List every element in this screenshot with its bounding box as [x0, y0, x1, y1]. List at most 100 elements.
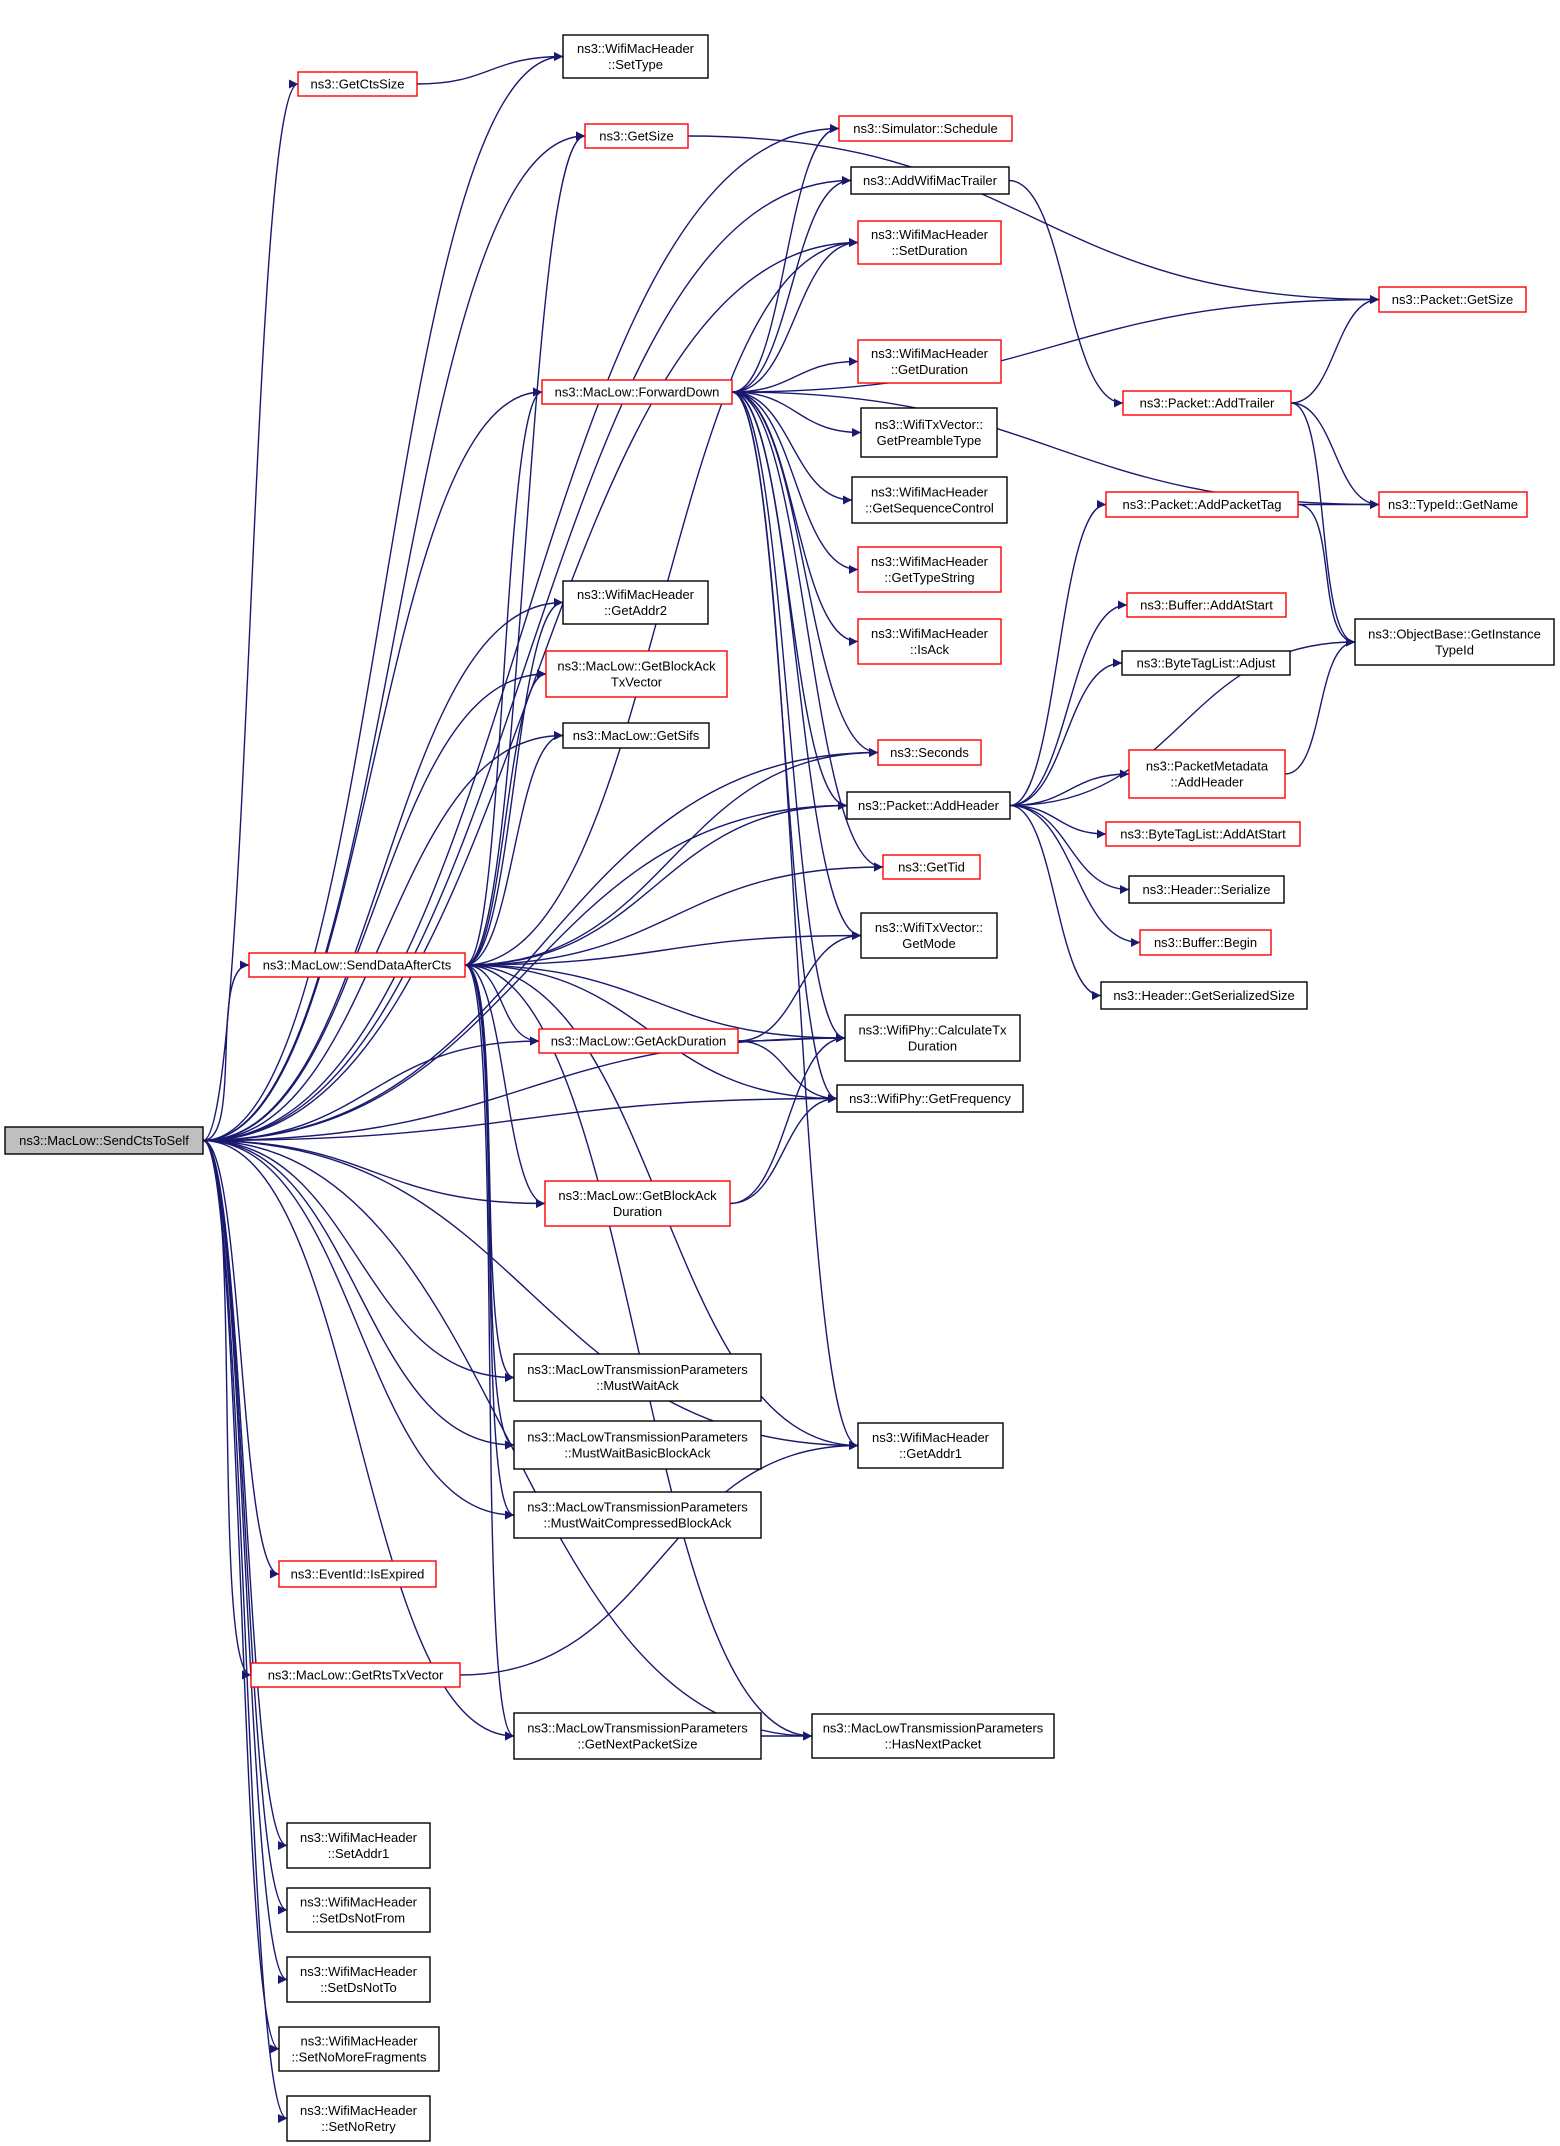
- node-GetCtsSize[interactable]: ns3::GetCtsSize: [297, 71, 418, 97]
- node-ByteTagListAdjust[interactable]: ns3::ByteTagList::Adjust: [1121, 650, 1291, 676]
- node-GetTypeString[interactable]: ns3::WifiMacHeader::GetTypeString: [857, 546, 1002, 593]
- node-label: ns3::Packet::AddTrailer: [1140, 396, 1275, 411]
- node-GetDuration[interactable]: ns3::WifiMacHeader::GetDuration: [857, 339, 1002, 384]
- node-label: ns3::Buffer::AddAtStart: [1140, 598, 1273, 613]
- node-PacketGetSize[interactable]: ns3::Packet::GetSize: [1378, 286, 1527, 313]
- edge-SendCtsToSelf-to-SetAddr1: [202, 1139, 288, 1850]
- node-label: ns3::Packet::AddHeader: [858, 798, 1000, 813]
- node-AddTrailer[interactable]: ns3::Packet::AddTrailer: [1122, 390, 1292, 416]
- node-label: ns3::TypeId::GetName: [1388, 497, 1518, 512]
- node-GetAckDuration[interactable]: ns3::MacLow::GetAckDuration: [538, 1028, 739, 1054]
- edge-SendDataAfterCts-to-GetBlockAckTxVector: [464, 669, 547, 966]
- edge-SendCtsToSelf-to-GetCtsSize: [202, 79, 299, 1142]
- node-box: [1121, 650, 1291, 676]
- node-SetDsNotTo[interactable]: ns3::WifiMacHeader::SetDsNotTo: [286, 1956, 431, 2003]
- node-MustWaitBasicBlockAck[interactable]: ns3::MacLowTransmissionParameters::MustW…: [513, 1420, 762, 1470]
- node-GetMode[interactable]: ns3::WifiTxVector::GetMode: [860, 912, 998, 959]
- node-label: Duration: [613, 1204, 662, 1219]
- node-MustWaitAck[interactable]: ns3::MacLowTransmissionParameters::MustW…: [513, 1353, 762, 1402]
- node-label: GetPreambleType: [877, 433, 982, 448]
- node-box: [1354, 618, 1555, 666]
- node-PacketMetadataAddHeader[interactable]: ns3::PacketMetadata::AddHeader: [1128, 749, 1286, 799]
- edge-AddTrailer-to-PacketGetSize: [1290, 295, 1380, 404]
- node-label: ns3::Simulator::Schedule: [853, 121, 998, 136]
- node-ByteTagListAddAtStart[interactable]: ns3::ByteTagList::AddAtStart: [1105, 821, 1301, 847]
- node-GetNextPacketSize[interactable]: ns3::MacLowTransmissionParameters::GetNe…: [513, 1712, 762, 1760]
- node-box: [850, 166, 1010, 195]
- node-label: ::GetAddr2: [604, 603, 667, 618]
- edge-ForwardDown-to-Seconds: [731, 391, 879, 757]
- node-SetAddr1[interactable]: ns3::WifiMacHeader::SetAddr1: [286, 1822, 431, 1869]
- node-SetType[interactable]: ns3::WifiMacHeader::SetType: [562, 34, 709, 79]
- node-box: [286, 2095, 431, 2142]
- node-ForwardDown[interactable]: ns3::MacLow::ForwardDown: [541, 379, 733, 405]
- node-GetFrequency[interactable]: ns3::WifiPhy::GetFrequency: [836, 1084, 1024, 1113]
- node-BufferAddAtStart[interactable]: ns3::Buffer::AddAtStart: [1126, 592, 1287, 618]
- edge-SendDataAfterCts-to-GetNextPacketSize: [464, 964, 515, 1741]
- node-SetDuration[interactable]: ns3::WifiMacHeader::SetDuration: [857, 220, 1002, 265]
- edge-SendCtsToSelf-to-GetSize: [202, 131, 586, 1142]
- edge-ForwardDown-to-GetTid: [731, 391, 884, 872]
- node-box: [538, 1028, 739, 1054]
- edge-SendDataAfterCts-to-GetSifs: [464, 731, 564, 966]
- node-label: ns3::WifiMacHeader: [300, 1964, 418, 1979]
- node-SendCtsToSelf[interactable]: ns3::MacLow::SendCtsToSelf: [4, 1126, 204, 1155]
- node-MustWaitCompressedBlockAck[interactable]: ns3::MacLowTransmissionParameters::MustW…: [513, 1491, 762, 1539]
- node-HasNextPacket[interactable]: ns3::MacLowTransmissionParameters::HasNe…: [811, 1713, 1055, 1759]
- node-GetAddr2[interactable]: ns3::WifiMacHeader::GetAddr2: [562, 580, 709, 625]
- node-label: ns3::WifiMacHeader: [871, 227, 989, 242]
- edge-SendDataAfterCts-to-PacketAddHeader: [464, 801, 848, 966]
- node-box: [860, 407, 998, 458]
- node-label: ns3::WifiMacHeader: [300, 2034, 418, 2049]
- node-SetNoMoreFragments[interactable]: ns3::WifiMacHeader::SetNoMoreFragments: [278, 2026, 440, 2072]
- node-GetRtsTxVector[interactable]: ns3::MacLow::GetRtsTxVector: [250, 1662, 461, 1688]
- edge-SendCtsToSelf-to-Seconds: [202, 748, 879, 1142]
- node-label: ns3::GetTid: [898, 860, 965, 875]
- node-GetSifs[interactable]: ns3::MacLow::GetSifs: [562, 722, 710, 749]
- edge-SendCtsToSelf-to-SendDataAfterCts: [202, 960, 250, 1142]
- node-label: ns3::ByteTagList::Adjust: [1137, 656, 1276, 671]
- edge-GetBlockAckDuration-to-CalculateTxDuration: [729, 1033, 846, 1205]
- node-box: [838, 115, 1013, 142]
- node-box: [851, 476, 1008, 524]
- node-label: ::GetDuration: [891, 362, 968, 377]
- node-box: [544, 1180, 731, 1227]
- node-AddWifiMacTrailer[interactable]: ns3::AddWifiMacTrailer: [850, 166, 1010, 195]
- node-AddPacketTag[interactable]: ns3::Packet::AddPacketTag: [1105, 491, 1299, 518]
- node-GetAddr1[interactable]: ns3::WifiMacHeader::GetAddr1: [857, 1422, 1004, 1469]
- node-label: ns3::GetCtsSize: [311, 77, 405, 92]
- node-GetPreambleType[interactable]: ns3::WifiTxVector::GetPreambleType: [860, 407, 998, 458]
- node-GetTid[interactable]: ns3::GetTid: [882, 854, 981, 880]
- node-IsExpired[interactable]: ns3::EventId::IsExpired: [278, 1560, 437, 1588]
- node-BufferBegin[interactable]: ns3::Buffer::Begin: [1139, 929, 1272, 956]
- node-SendDataAfterCts[interactable]: ns3::MacLow::SendDataAfterCts: [248, 952, 466, 978]
- edge-SendDataAfterCts-to-GetTid: [464, 862, 884, 966]
- edge-PacketAddHeader-to-GetSerializedSize: [1009, 804, 1102, 1000]
- node-IsAck[interactable]: ns3::WifiMacHeader::IsAck: [857, 618, 1002, 665]
- node-box: [513, 1420, 762, 1470]
- node-box: [541, 379, 733, 405]
- edge-GetAckDuration-to-CalculateTxDuration: [737, 1033, 846, 1043]
- node-GetSize[interactable]: ns3::GetSize: [584, 123, 689, 149]
- node-GetSerializedSize[interactable]: ns3::Header::GetSerializedSize: [1100, 981, 1308, 1010]
- node-label: ns3::WifiTxVector::: [875, 920, 983, 935]
- node-GetSequenceControl[interactable]: ns3::WifiMacHeader::GetSequenceControl: [851, 476, 1008, 524]
- node-TypeIdGetName[interactable]: ns3::TypeId::GetName: [1378, 491, 1528, 518]
- node-PacketAddHeader[interactable]: ns3::Packet::AddHeader: [846, 791, 1011, 820]
- node-Schedule[interactable]: ns3::Simulator::Schedule: [838, 115, 1013, 142]
- node-label: ns3::Packet::GetSize: [1392, 292, 1513, 307]
- node-HeaderSerialize[interactable]: ns3::Header::Serialize: [1128, 875, 1285, 904]
- edge-SendCtsToSelf-to-IsExpired: [202, 1139, 280, 1579]
- node-SetNoRetry[interactable]: ns3::WifiMacHeader::SetNoRetry: [286, 2095, 431, 2142]
- node-Seconds[interactable]: ns3::Seconds: [877, 739, 982, 766]
- edge-PacketAddHeader-to-GetInstanceTypeId: [1009, 637, 1356, 807]
- node-SetDsNotFrom[interactable]: ns3::WifiMacHeader::SetDsNotFrom: [286, 1887, 431, 1933]
- node-box: [857, 1422, 1004, 1469]
- node-label: ns3::Packet::AddPacketTag: [1123, 497, 1282, 512]
- node-label: ns3::WifiMacHeader: [871, 626, 989, 641]
